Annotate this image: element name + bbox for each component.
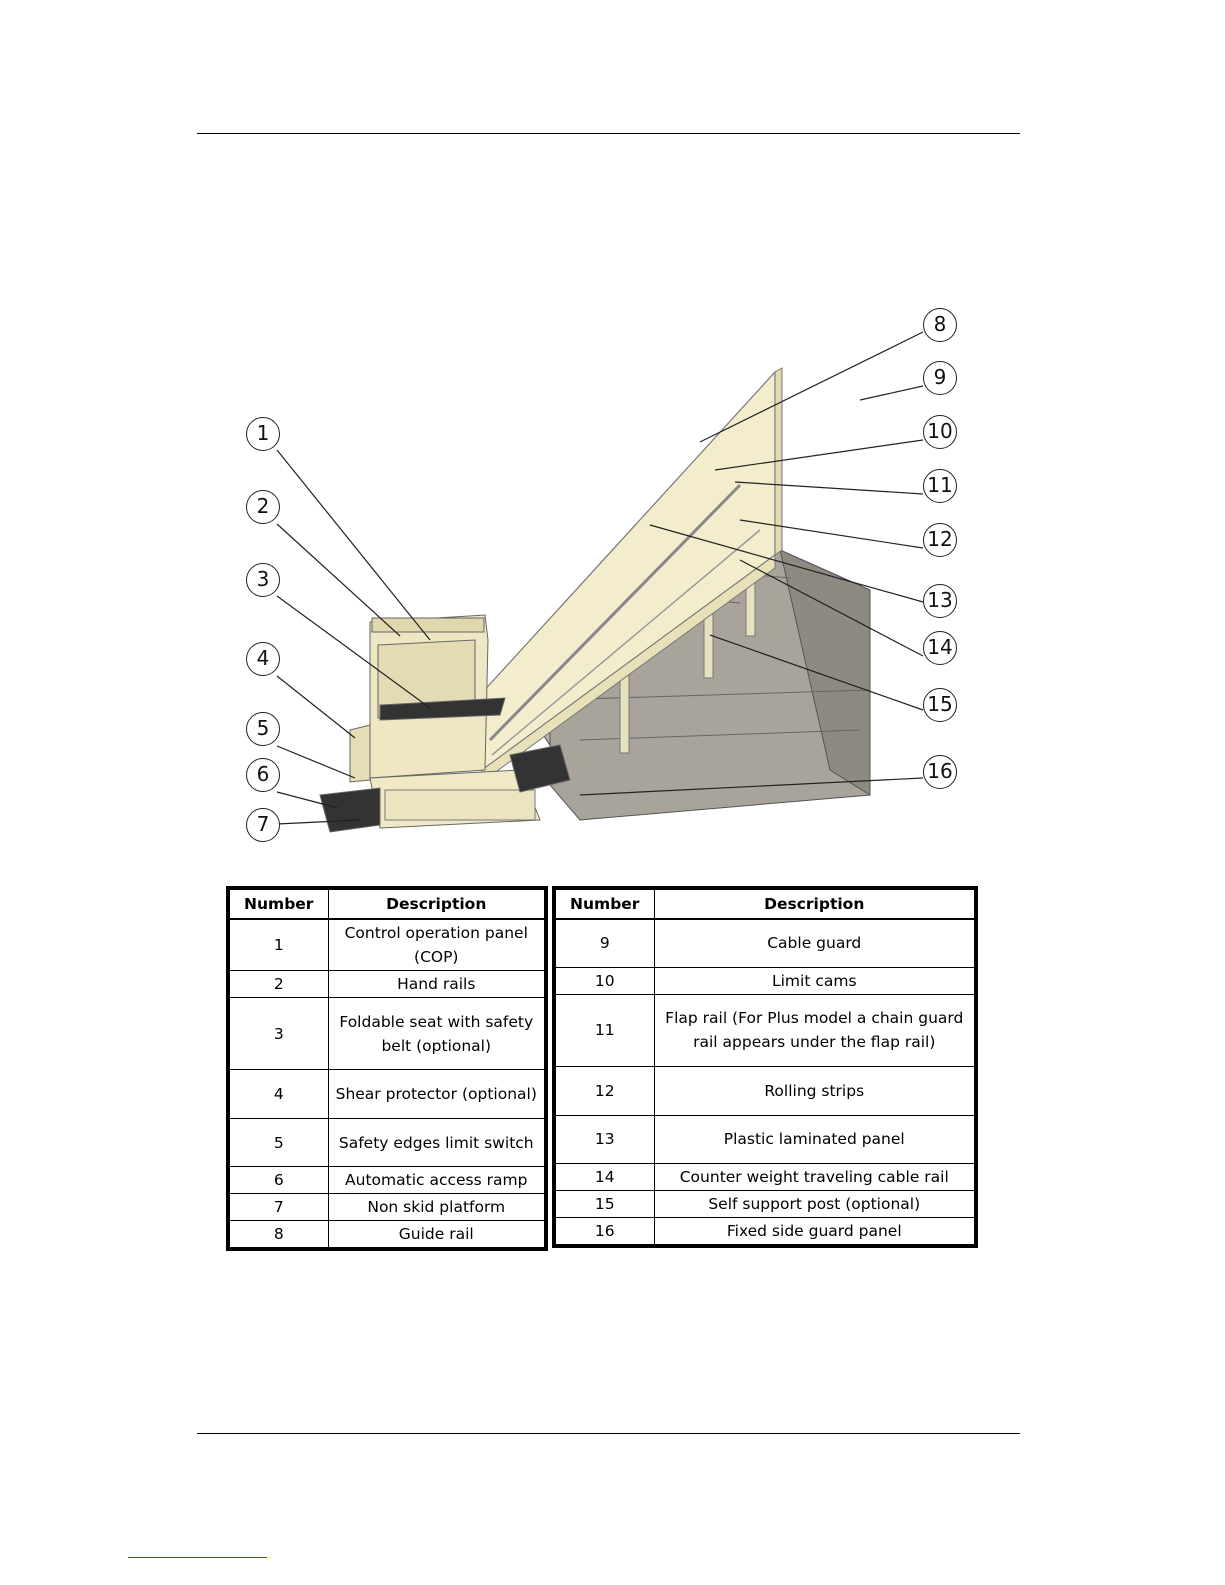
part-number: 13 — [553, 1114, 655, 1164]
table-row: 14 Counter weight traveling cable rail — [553, 1162, 977, 1191]
table-row: 16 Fixed side guard panel — [553, 1216, 977, 1246]
table-row: 3 Foldable seat with safety belt (option… — [227, 997, 547, 1070]
callout-2: 2 — [246, 490, 280, 524]
part-description: Plastic laminated panel — [653, 1114, 977, 1164]
part-description: Counter weight traveling cable rail — [653, 1162, 977, 1191]
header-description: Description — [327, 887, 547, 920]
lift-drawing — [276, 331, 924, 833]
callout-4: 4 — [246, 642, 280, 676]
footnote-link-underline[interactable] — [128, 1557, 267, 1558]
table-row: 5 Safety edges limit switch — [227, 1118, 547, 1167]
callout-11: 11 — [923, 469, 957, 503]
part-number: 15 — [553, 1189, 655, 1218]
part-number: 10 — [553, 966, 655, 995]
part-description: Foldable seat with safety belt (optional… — [327, 997, 547, 1070]
part-description: Self support post (optional) — [653, 1189, 977, 1218]
part-number: 1 — [227, 918, 329, 971]
table-row: 11 Flap rail (For Plus model a chain gua… — [553, 993, 977, 1067]
callout-16: 16 — [923, 755, 957, 789]
lift-carriage — [319, 614, 571, 833]
part-description: Shear protector (optional) — [327, 1069, 547, 1119]
part-description: Fixed side guard panel — [653, 1216, 977, 1246]
part-description: Guide rail — [327, 1220, 547, 1250]
part-number: 6 — [227, 1166, 329, 1194]
parts-table-left: Number Description 1 Control operation p… — [226, 886, 548, 1251]
part-number: 5 — [227, 1118, 329, 1167]
part-description: Hand rails — [327, 970, 547, 998]
part-description: Limit cams — [653, 966, 977, 995]
part-description: Rolling strips — [653, 1065, 977, 1116]
callout-15: 15 — [923, 688, 957, 722]
header-rule — [197, 133, 1020, 134]
table-row: 6 Automatic access ramp — [227, 1166, 547, 1194]
callout-3: 3 — [246, 563, 280, 597]
table-row: 8 Guide rail — [227, 1220, 547, 1250]
part-description: Flap rail (For Plus model a chain guard … — [653, 993, 977, 1067]
part-number: 7 — [227, 1193, 329, 1221]
header-description: Description — [653, 887, 977, 920]
part-number: 2 — [227, 970, 329, 998]
table-row: 9 Cable guard — [553, 918, 977, 968]
part-number: 14 — [553, 1162, 655, 1191]
table-row: 2 Hand rails — [227, 970, 547, 998]
table-row: 10 Limit cams — [553, 966, 977, 995]
table-row: 15 Self support post (optional) — [553, 1189, 977, 1218]
part-number: 4 — [227, 1069, 329, 1119]
part-description: Control operation panel (COP) — [327, 918, 547, 971]
part-description: Safety edges limit switch — [327, 1118, 547, 1167]
part-number: 16 — [553, 1216, 655, 1246]
table-row: 12 Rolling strips — [553, 1065, 977, 1116]
part-number: 3 — [227, 997, 329, 1070]
callout-9: 9 — [923, 361, 957, 395]
parts-table: Number Description 1 Control operation p… — [226, 886, 978, 1251]
table-row: 1 Control operation panel (COP) — [227, 918, 547, 971]
part-description: Cable guard — [653, 918, 977, 968]
callout-12: 12 — [923, 523, 957, 557]
part-number: 11 — [553, 993, 655, 1067]
table-row: 4 Shear protector (optional) — [227, 1069, 547, 1119]
table-row: 13 Plastic laminated panel — [553, 1114, 977, 1164]
header-number: Number — [227, 887, 329, 920]
part-number: 9 — [553, 918, 655, 968]
footer-rule — [197, 1433, 1020, 1434]
part-number: 12 — [553, 1065, 655, 1116]
table-row: 7 Non skid platform — [227, 1193, 547, 1221]
callout-8: 8 — [923, 308, 957, 342]
callout-7: 7 — [246, 808, 280, 842]
callout-10: 10 — [923, 415, 957, 449]
part-description: Automatic access ramp — [327, 1166, 547, 1194]
part-number: 8 — [227, 1220, 329, 1250]
callout-6: 6 — [246, 758, 280, 792]
parts-table-right: Number Description 9 Cable guard 10 Limi… — [552, 886, 978, 1248]
callout-13: 13 — [923, 584, 957, 618]
leader-lines — [276, 331, 924, 825]
header-number: Number — [553, 887, 655, 920]
callout-14: 14 — [923, 631, 957, 665]
lift-illustration: 1 2 3 4 5 6 7 8 9 10 11 12 13 14 15 16 — [220, 300, 980, 860]
callout-1: 1 — [246, 417, 280, 451]
part-description: Non skid platform — [327, 1193, 547, 1221]
callout-5: 5 — [246, 712, 280, 746]
